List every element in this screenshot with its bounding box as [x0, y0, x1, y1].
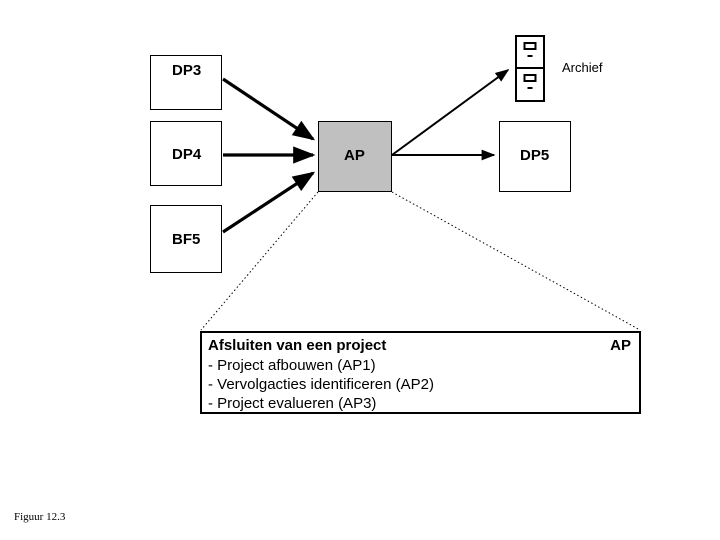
detail-title: Afsluiten van een project	[208, 337, 387, 354]
node-bf5-label: BF5	[172, 231, 201, 248]
node-ap[interactable]	[318, 121, 392, 192]
connector-ap-to-archive	[391, 69, 510, 156]
cabinet-drawer-plate	[523, 73, 537, 82]
detail-item-list: - Project afbouwen (AP1) - Vervolgacties…	[208, 356, 434, 413]
cabinet-drawer-handle	[527, 86, 533, 89]
callout-line-right	[391, 191, 641, 331]
node-dp5[interactable]	[499, 121, 571, 192]
node-bf5[interactable]	[150, 205, 222, 273]
node-dp5-label: DP5	[520, 147, 550, 164]
node-ap-label: AP	[344, 147, 365, 164]
cabinet-drawer-bottom	[517, 69, 543, 101]
detail-code-badge: AP	[610, 337, 631, 354]
node-dp4-label: DP4	[172, 146, 202, 163]
cabinet-drawer-handle	[527, 55, 533, 57]
figure-caption: Figuur 12.3	[14, 511, 66, 523]
connector-dp3-to-ap	[222, 77, 316, 141]
archive-label: Archief	[562, 60, 603, 75]
list-item: - Project afbouwen (AP1)	[208, 357, 376, 374]
node-dp3-label: DP3	[172, 62, 202, 79]
detail-callout-box[interactable]: Afsluiten van een project AP - Project a…	[200, 331, 641, 414]
filing-cabinet-icon[interactable]	[515, 35, 545, 102]
node-dp3[interactable]	[150, 55, 222, 110]
list-item: - Vervolgacties identificeren (AP2)	[208, 376, 434, 393]
cabinet-drawer-top	[517, 37, 543, 69]
node-dp4[interactable]	[150, 121, 222, 186]
list-item: - Project evalueren (AP3)	[208, 395, 377, 412]
connector-bf5-to-ap	[222, 171, 316, 234]
cabinet-drawer-plate	[523, 42, 537, 50]
